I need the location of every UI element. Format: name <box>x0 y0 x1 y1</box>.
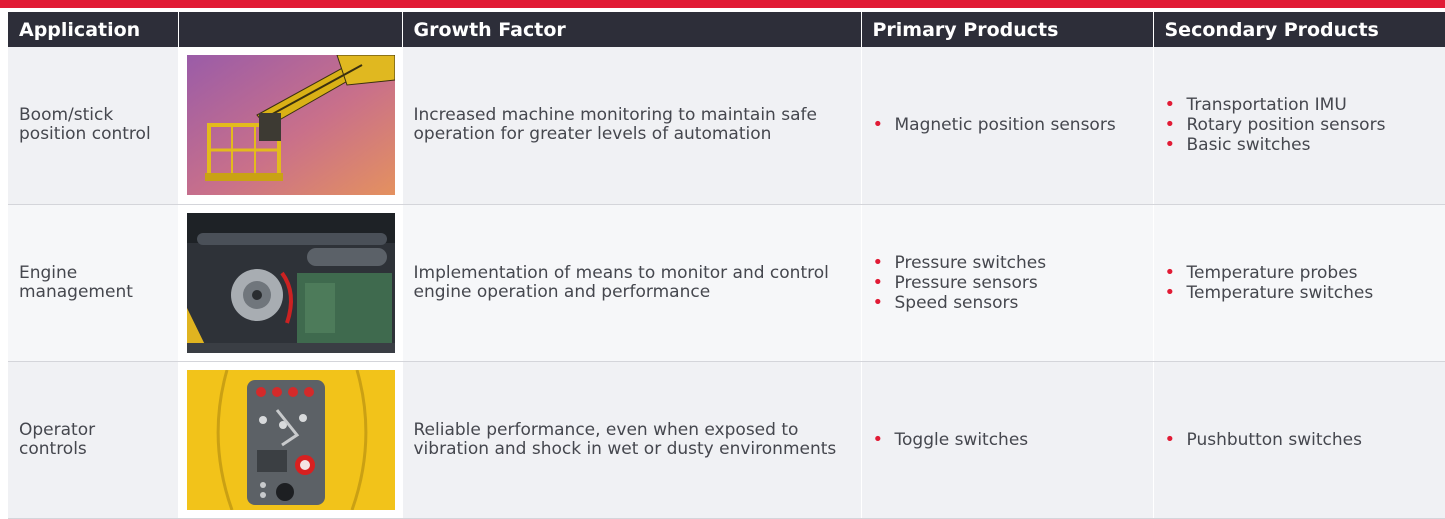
primary-products-cell: Pressure switches Pressure sensors Speed… <box>861 204 1154 362</box>
control-panel-photo-icon <box>186 369 395 510</box>
list-item: Basic switches <box>1165 135 1436 155</box>
list-item: Temperature probes <box>1165 263 1436 283</box>
secondary-products-cell: Transportation IMU Rotary position senso… <box>1153 47 1445 205</box>
list-item: Pressure switches <box>873 253 1143 273</box>
secondary-products-cell: Temperature probes Temperature switches <box>1153 204 1445 362</box>
list-item: Magnetic position sensors <box>873 115 1143 135</box>
list-item: Pressure sensors <box>873 273 1143 293</box>
application-cell: Engine management <box>8 204 179 362</box>
table-header-row: Application Growth Factor Primary Produc… <box>8 12 1445 47</box>
growth-factor-cell: Reliable performance, even when exposed … <box>402 361 862 519</box>
applications-table: Application Growth Factor Primary Produc… <box>8 12 1445 519</box>
list-item: Pushbutton switches <box>1165 430 1436 450</box>
image-cell <box>178 204 403 362</box>
table-row: Engine management <box>8 204 1445 362</box>
list-item: Temperature switches <box>1165 283 1436 303</box>
header-application: Application <box>8 12 179 47</box>
list-item: Rotary position sensors <box>1165 115 1436 135</box>
image-cell <box>178 361 403 519</box>
list-item: Speed sensors <box>873 293 1143 313</box>
header-secondary-products: Secondary Products <box>1153 12 1445 47</box>
header-growth-factor: Growth Factor <box>402 12 862 47</box>
table-row: Boom/stick position control <box>8 47 1445 205</box>
engine-photo-icon <box>186 212 395 353</box>
primary-products-cell: Magnetic position sensors <box>861 47 1154 205</box>
table-row: Operator controls <box>8 361 1445 519</box>
secondary-products-list: Pushbutton switches <box>1165 430 1436 450</box>
growth-factor-cell: Increased machine monitoring to maintain… <box>402 47 862 205</box>
secondary-products-list: Temperature probes Temperature switches <box>1165 263 1436 303</box>
image-cell <box>178 47 403 205</box>
primary-products-cell: Toggle switches <box>861 361 1154 519</box>
growth-factor-cell: Implementation of means to monitor and c… <box>402 204 862 362</box>
list-item: Transportation IMU <box>1165 95 1436 115</box>
secondary-products-list: Transportation IMU Rotary position senso… <box>1165 95 1436 155</box>
application-cell: Operator controls <box>8 361 179 519</box>
header-primary-products: Primary Products <box>861 12 1154 47</box>
primary-products-list: Toggle switches <box>873 430 1143 450</box>
list-item: Toggle switches <box>873 430 1143 450</box>
top-accent-bar <box>0 0 1445 8</box>
primary-products-list: Pressure switches Pressure sensors Speed… <box>873 253 1143 313</box>
primary-products-list: Magnetic position sensors <box>873 115 1143 135</box>
secondary-products-cell: Pushbutton switches <box>1153 361 1445 519</box>
application-cell: Boom/stick position control <box>8 47 179 205</box>
header-image <box>178 12 403 47</box>
boom-lift-photo-icon <box>186 55 395 196</box>
